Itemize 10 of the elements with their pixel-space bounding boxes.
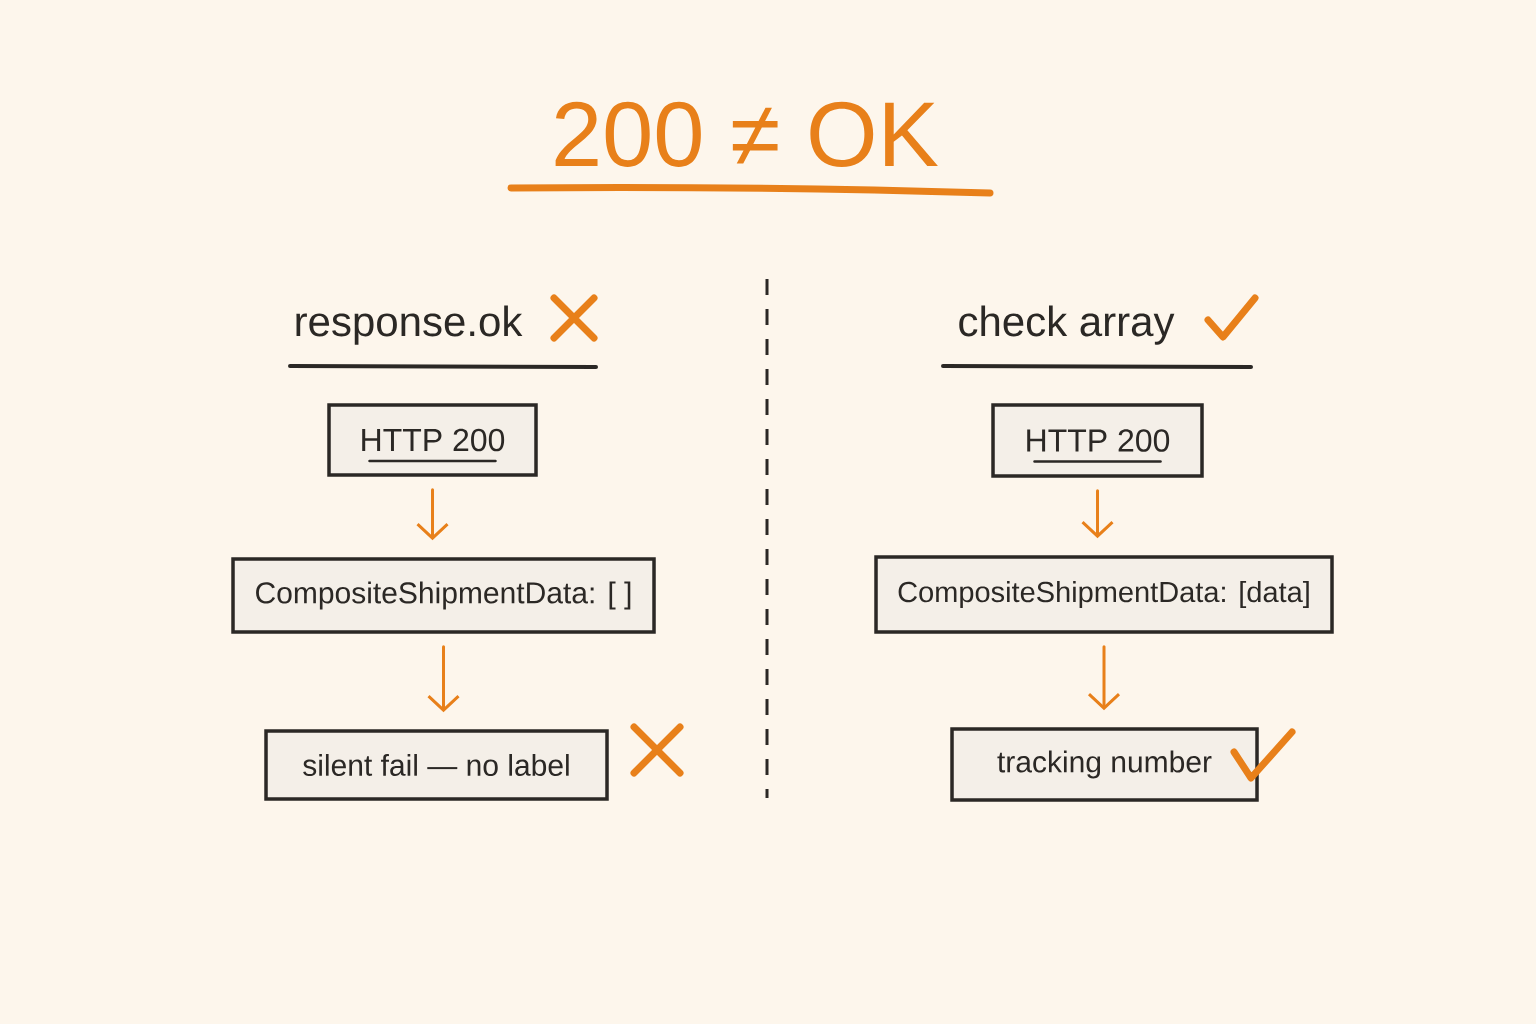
arrow [427, 645, 460, 713]
data-box: CompositeShipmentData: [ ] [231, 557, 656, 634]
column-heading: response.ok [296, 305, 523, 345]
data-box: CompositeShipmentData: [data] [874, 555, 1334, 634]
result-box: tracking number [950, 727, 1259, 802]
status-box: HTTP 200 [991, 403, 1204, 478]
title: 200 ≠ OK [555, 101, 938, 167]
status-box: HTTP 200 [327, 403, 538, 477]
result-box: silent fail — no label [264, 729, 609, 801]
column-heading: check array [959, 305, 1175, 345]
